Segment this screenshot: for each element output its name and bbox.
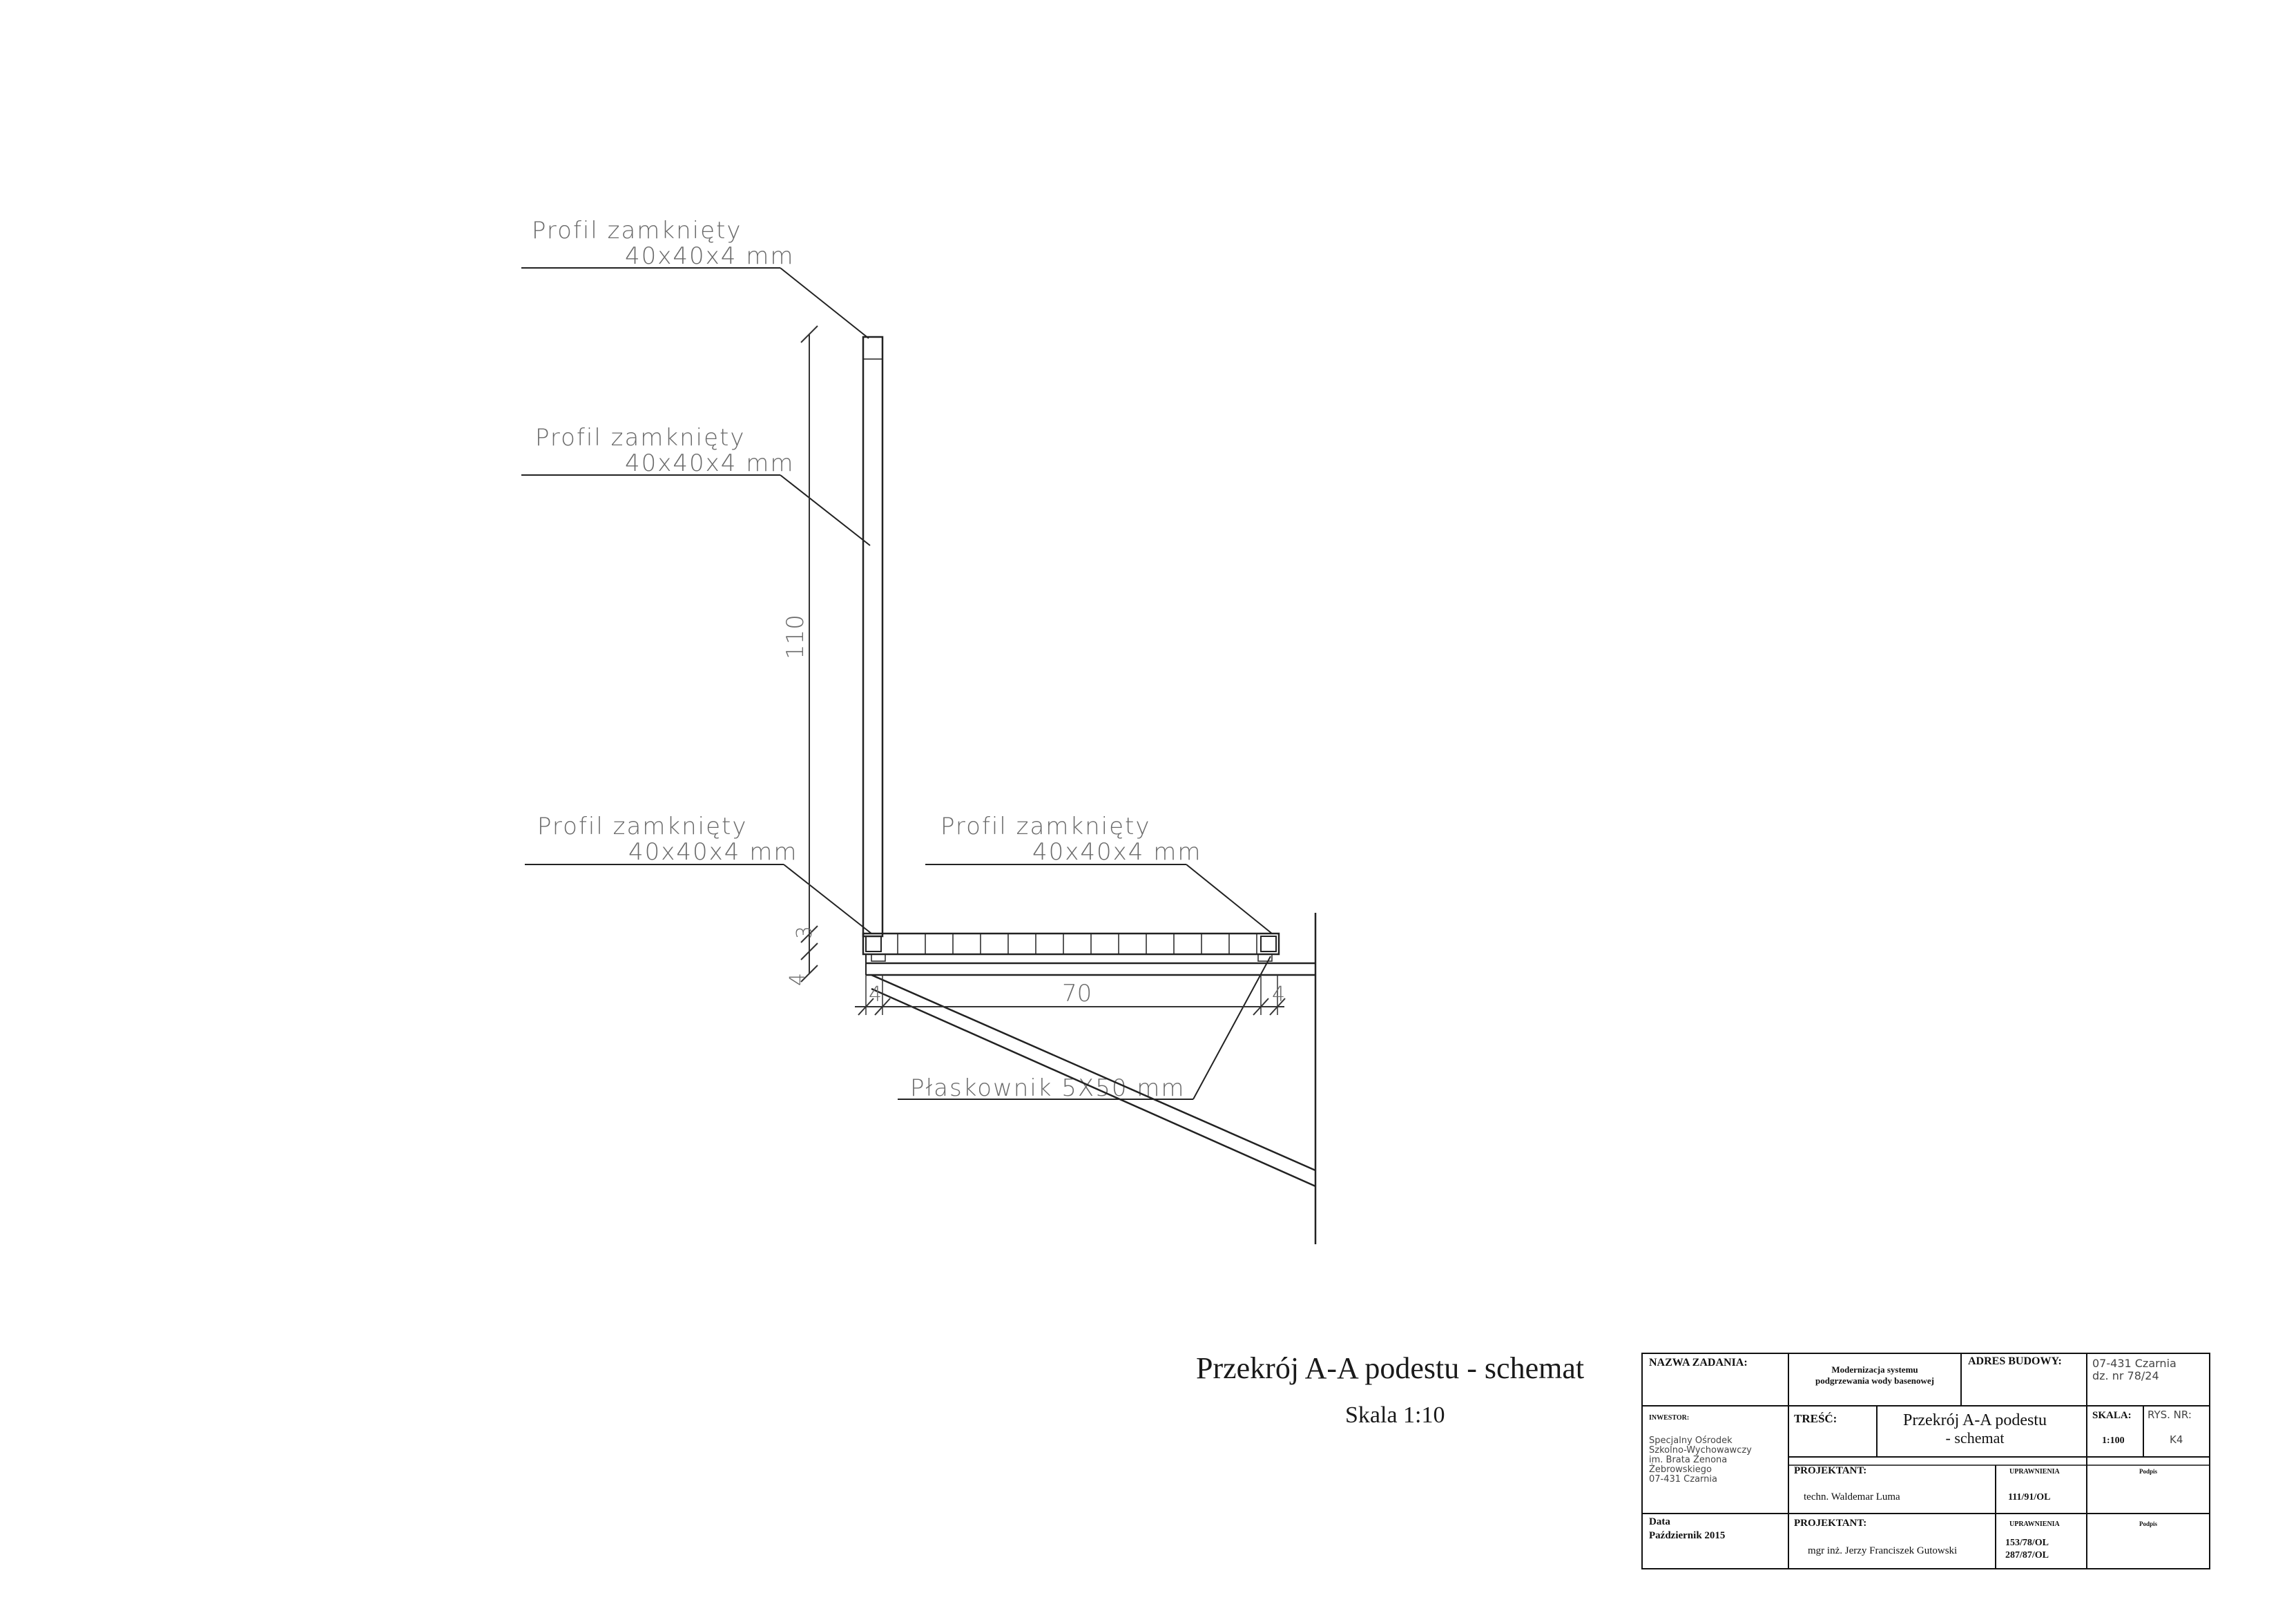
svg-text:Profil zamknięty: Profil zamknięty [532, 217, 742, 244]
svg-text:07-431 Czarnia: 07-431 Czarnia [1649, 1474, 1717, 1485]
svg-text:INWESTOR:: INWESTOR: [1649, 1414, 1689, 1422]
svg-text:Profil zamknięty: Profil zamknięty [940, 813, 1150, 840]
svg-text:Płaskownik 5X50 mm: Płaskownik 5X50 mm [910, 1074, 1186, 1102]
svg-text:110: 110 [782, 615, 809, 659]
svg-text:podgrzewania wody basenowej: podgrzewania wody basenowej [1815, 1375, 1934, 1386]
svg-text:Podpis: Podpis [2139, 1468, 2158, 1475]
svg-text:3: 3 [793, 926, 817, 939]
label-top-profile: Profil zamknięty 40x40x4 mm [521, 217, 869, 339]
platform-deck [862, 932, 1315, 976]
svg-text:PROJEKTANT:: PROJEKTANT: [1794, 1518, 1866, 1529]
label-flat-bar: Płaskownik 5X50 mm [898, 956, 1271, 1102]
svg-text:Szkolno-Wychowawczy: Szkolno-Wychowawczy [1649, 1445, 1752, 1456]
svg-text:70: 70 [1062, 980, 1092, 1007]
svg-text:Żebrowskiego: Żebrowskiego [1649, 1464, 1712, 1475]
svg-text:ADRES BUDOWY:: ADRES BUDOWY: [1968, 1355, 2062, 1367]
svg-text:40x40x4 mm: 40x40x4 mm [625, 450, 794, 477]
svg-text:4: 4 [1272, 983, 1285, 1007]
svg-text:111/91/OL: 111/91/OL [2008, 1492, 2050, 1502]
svg-text:- schemat: - schemat [1946, 1429, 2005, 1447]
svg-text:40x40x4 mm: 40x40x4 mm [1032, 838, 1202, 866]
svg-text:PROJEKTANT:: PROJEKTANT: [1794, 1465, 1866, 1476]
svg-text:Przekrój A-A podestu: Przekrój A-A podestu [1903, 1411, 2047, 1429]
svg-text:Data: Data [1649, 1516, 1670, 1527]
svg-text:techn. Waldemar Luma: techn. Waldemar Luma [1804, 1491, 1900, 1502]
svg-text:dz. nr 78/24: dz. nr 78/24 [2092, 1369, 2159, 1382]
svg-text:RYS. NR:: RYS. NR: [2148, 1409, 2192, 1421]
svg-text:40x40x4 mm: 40x40x4 mm [628, 838, 798, 866]
svg-text:K4: K4 [2170, 1433, 2183, 1446]
svg-text:Profil zamknięty: Profil zamknięty [537, 813, 747, 840]
label-bottom-left-profile: Profil zamknięty 40x40x4 mm [525, 813, 872, 934]
svg-text:UPRAWNIENIA: UPRAWNIENIA [2009, 1520, 2061, 1528]
dimension-height: 110 4 3 [782, 325, 818, 986]
svg-text:Specjalny Ośrodek: Specjalny Ośrodek [1649, 1436, 1733, 1446]
svg-text:153/78/OL: 153/78/OL [2005, 1538, 2049, 1548]
title-block: NAZWA ZADANIA: Modernizacja systemu podg… [1641, 1353, 2210, 1569]
svg-text:UPRAWNIENIA: UPRAWNIENIA [2009, 1468, 2061, 1476]
label-bottom-right-profile: Profil zamknięty 40x40x4 mm [925, 813, 1273, 934]
svg-text:NAZWA ZADANIA:: NAZWA ZADANIA: [1649, 1357, 1748, 1369]
svg-text:im. Brata Zenona: im. Brata Zenona [1649, 1455, 1727, 1465]
label-middle-profile: Profil zamknięty 40x40x4 mm [521, 424, 871, 546]
svg-text:Październik 2015: Październik 2015 [1649, 1530, 1725, 1541]
dimension-length: 70 4 4 [855, 975, 1286, 1016]
svg-text:Modernizacja systemu: Modernizacja systemu [1831, 1364, 1918, 1375]
svg-text:4: 4 [869, 983, 882, 1007]
svg-text:SKALA:: SKALA: [2092, 1410, 2132, 1421]
svg-text:Profil zamknięty: Profil zamknięty [535, 424, 745, 452]
svg-text:Podpis: Podpis [2139, 1520, 2158, 1527]
svg-text:07-431 Czarnia: 07-431 Czarnia [2092, 1357, 2177, 1370]
drawing-title: Przekrój A-A podestu - schemat [1196, 1351, 1584, 1385]
vertical-post [862, 336, 884, 938]
diagonal-brace [871, 974, 1316, 1188]
svg-text:40x40x4 mm: 40x40x4 mm [625, 242, 794, 270]
svg-text:287/87/OL: 287/87/OL [2005, 1550, 2049, 1560]
svg-text:4: 4 [786, 973, 810, 986]
drawing-scale: Skala 1:10 [1345, 1402, 1445, 1428]
svg-text:mgr inż. Jerzy Franciszek Guto: mgr inż. Jerzy Franciszek Gutowski [1808, 1545, 1957, 1556]
svg-text:TREŚĆ:: TREŚĆ: [1794, 1412, 1837, 1425]
svg-text:1:100: 1:100 [2102, 1436, 2125, 1446]
